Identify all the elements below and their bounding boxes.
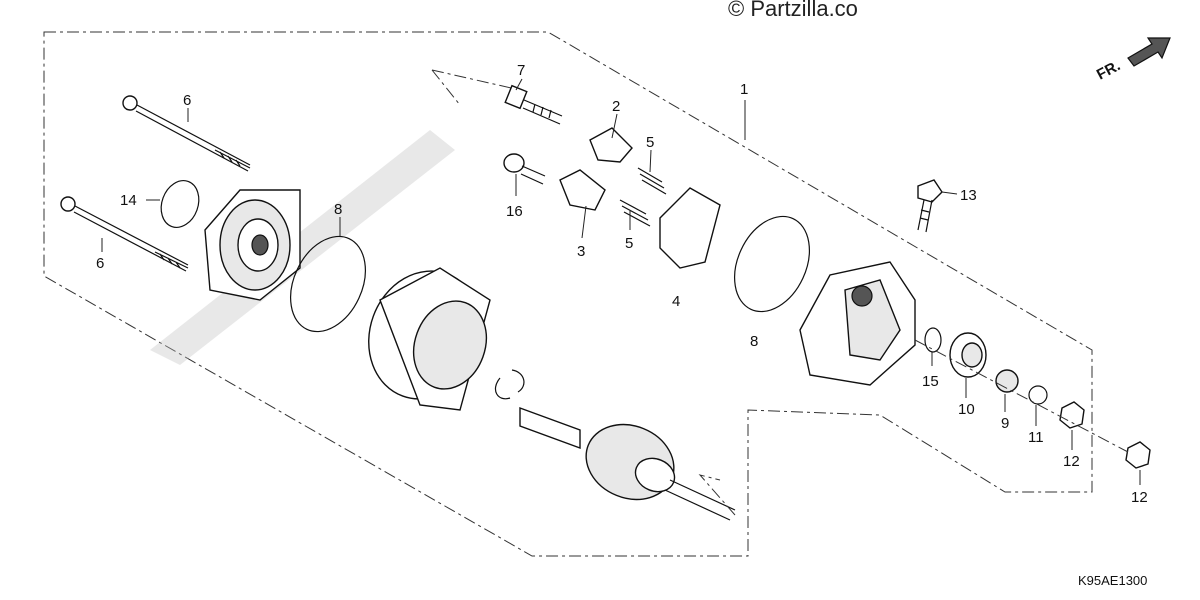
o-ring-8-left bbox=[290, 235, 366, 333]
callout-2: 2 bbox=[612, 98, 620, 115]
callout-6-lower: 6 bbox=[96, 255, 104, 272]
washer-11 bbox=[1028, 385, 1048, 405]
yoke-housing bbox=[368, 267, 491, 411]
o-ring-8-right bbox=[734, 215, 810, 313]
pinion-gear-10 bbox=[949, 332, 987, 378]
o-ring-14 bbox=[160, 180, 200, 228]
screw-16 bbox=[503, 153, 546, 185]
through-bolt-lower bbox=[60, 196, 189, 272]
brush-spring-upper bbox=[637, 167, 667, 195]
callout-14: 14 bbox=[120, 192, 137, 209]
retaining-clip bbox=[495, 369, 525, 400]
callout-13: 13 bbox=[960, 187, 977, 204]
callout-10: 10 bbox=[958, 401, 975, 418]
callout-5-upper: 5 bbox=[646, 134, 654, 151]
watermark-text: © Partzilla.co bbox=[728, 0, 858, 21]
bolt-13 bbox=[917, 179, 943, 233]
rear-cover bbox=[204, 189, 301, 301]
callout-12-upper: 12 bbox=[1063, 453, 1080, 470]
nut-12-lower bbox=[1125, 441, 1151, 469]
inner-group-outline bbox=[431, 69, 521, 106]
callout-3: 3 bbox=[577, 243, 585, 260]
callout-1: 1 bbox=[740, 81, 748, 98]
washer-15 bbox=[924, 327, 942, 353]
callout-12-lower: 12 bbox=[1131, 489, 1148, 506]
brush-holder-4 bbox=[659, 187, 721, 269]
front-cover bbox=[799, 261, 916, 386]
callout-6-upper: 6 bbox=[183, 92, 191, 109]
callout-4: 4 bbox=[672, 293, 680, 310]
callout-5-lower: 5 bbox=[625, 235, 633, 252]
drawing-code: K95AE1300 bbox=[1078, 573, 1147, 588]
callout-16: 16 bbox=[506, 203, 523, 220]
left-group-outline bbox=[43, 31, 1093, 557]
callout-9: 9 bbox=[1001, 415, 1009, 432]
through-bolt-upper bbox=[122, 95, 251, 172]
nut-12-upper bbox=[1059, 401, 1085, 429]
assembly-centerline bbox=[914, 339, 1129, 453]
front-direction-arrow: FR. bbox=[1094, 37, 1171, 84]
front-direction-label: FR. bbox=[1094, 57, 1123, 83]
armature-centerline bbox=[698, 474, 736, 516]
leader-lines bbox=[101, 78, 1141, 485]
brush-spring-lower bbox=[619, 199, 651, 227]
callout-11: 11 bbox=[1028, 429, 1044, 446]
armature bbox=[519, 406, 736, 521]
callout-15: 15 bbox=[922, 373, 939, 390]
stipple-shadow bbox=[150, 130, 455, 365]
brush-3 bbox=[559, 169, 606, 211]
callout-8-right: 8 bbox=[750, 333, 758, 350]
callout-8-left: 8 bbox=[334, 201, 342, 218]
brush-2 bbox=[589, 127, 633, 163]
callout-7: 7 bbox=[517, 62, 525, 79]
washer-9 bbox=[995, 369, 1019, 393]
screw-7 bbox=[504, 84, 563, 125]
